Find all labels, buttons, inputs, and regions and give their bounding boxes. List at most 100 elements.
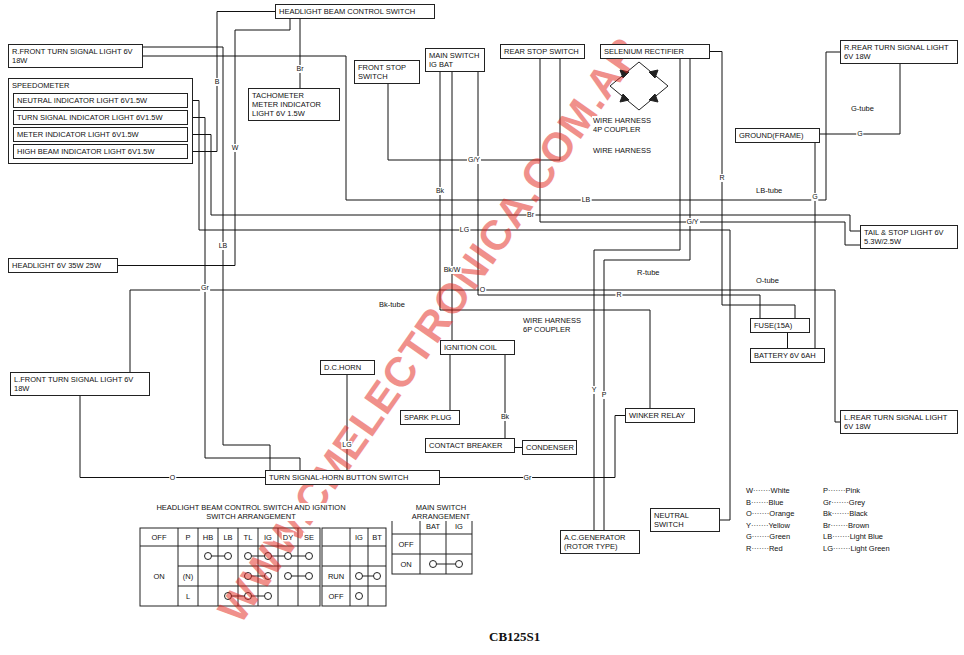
harness-label: WIRE HARNESS 6P COUPLER [522,316,586,334]
wire-color-code: G [856,130,863,138]
table-cell: TL [243,533,254,542]
wire-color-code: Y [591,386,598,394]
wire-color-code: G [811,192,818,200]
horn-box: D.C.HORN [320,360,375,375]
component-note: IG BAT [429,60,481,69]
table-cell: P [184,533,191,542]
lamp-box: R.FRONT TURN SIGNAL LIGHT 6V 18W [8,44,143,68]
table-rule [322,546,386,547]
ground-box: GROUND(FRAME) [735,128,820,143]
component-label: SELENIUM RECTIFIER [604,47,706,56]
wire-color-code: Bk [435,187,445,195]
component-label: TURN SIGNAL INDICATOR LIGHT 6V1.5W [17,113,184,122]
table-cell: BAT [425,522,441,531]
wire-color-code: B [214,77,221,85]
wire [515,447,522,448]
color-code: G·······Green [745,532,791,541]
relay-box: WINKER RELAY [625,408,695,423]
component-label: TACHOMETER [252,91,336,100]
table-cell: HB [202,533,214,542]
table-frame [392,518,472,574]
condenser-box: CONDENSER [522,440,577,455]
color-code: P·······Pink [822,486,861,495]
contact-circle [430,561,437,568]
component-label: BATTERY 6V 6AH [754,351,821,360]
lamp-box: TAIL & STOP LIGHT 6V 5.3W/2.5W [860,225,958,249]
component-label: FRONT STOP SWITCH [358,63,416,81]
wire-color-code: O [479,286,486,294]
component-label: L.REAR TURN SIGNAL LIGHT 6V 18W [844,413,954,431]
color-code: W·······White [745,486,791,495]
wire [300,19,301,88]
table-cell: ON [152,572,165,581]
component-note: METER INDICATOR LIGHT 6V 1.5W [252,100,336,118]
wire-color-code: Gr [523,473,533,481]
wire-color-code: LG [459,226,470,234]
component-label: A.C.GENERATOR (ROTOR TYPE) [564,533,636,551]
table-cell: LB [222,533,233,542]
component-label: HIGH BEAM INDICATOR LIGHT 6V1.5W [17,147,184,156]
table-cell: (N) [182,572,194,581]
wire-color-code: Bk/W [443,266,462,274]
component-label: HEADLIGHT BEAM CONTROL SWITCH [279,7,431,16]
table-cell: OFF [151,533,168,542]
component-label: GROUND(FRAME) [739,131,816,140]
contact-circle [374,573,381,580]
lamp-box: L.FRONT TURN SIGNAL LIGHT 6V 18W [10,372,150,396]
wire [188,118,300,471]
color-code: O·······Orange [745,509,795,518]
wire-color-code: Bk [500,412,510,420]
table-rule [392,534,472,535]
component-label: SPARK PLUG [404,413,456,422]
wire [143,52,840,200]
wire-color-code: P [601,391,608,399]
table-rule [392,554,472,555]
table-rule [198,528,199,606]
lamp-box: R.REAR TURN SIGNAL LIGHT 6V 18W [840,40,958,64]
switch-box: NEUTRAL SWITCH [650,508,720,532]
indicator-light-box: TURN SIGNAL INDICATOR LIGHT 6V1.5W [13,110,188,125]
indicator-light-box: NEUTRAL INDICATOR LIGHT 6V1.5W [13,93,188,108]
table-rule [446,518,447,574]
component-label: MAIN SWITCH [429,51,481,60]
contact-circle [456,561,463,568]
color-code: Br·······Brown [822,521,870,530]
contact-circle [356,573,363,580]
battery-box: BATTERY 6V 6AH [750,348,825,363]
component-label: CONDENSER [526,443,573,452]
table-rule [350,528,351,606]
wire [815,143,816,348]
lamp-box: HEADLIGHT 6V 35W 25W [8,258,118,273]
contact-circle [225,553,232,560]
plug-box: SPARK PLUG [400,410,460,425]
switch-box: REAR STOP SWITCH [500,44,585,59]
component-label: REAR STOP SWITCH [504,47,581,56]
switch-box: TURN SIGNAL-HORN BUTTON SWITCH [265,470,440,485]
component-label: SPEEDOMETER [12,81,189,90]
lamp-box: L.REAR TURN SIGNAL LIGHT 6V 18W [840,410,958,434]
contact-circle [306,553,313,560]
generator-box: A.C.GENERATOR (ROTOR TYPE) [560,530,640,554]
fuse-box: FUSE(15A) [750,318,810,333]
wire [450,355,451,410]
color-code: Y·······Yellow [745,521,791,530]
harness-label: WIRE HARNESS 4P COUPLER [592,116,656,134]
table-rule [322,566,386,567]
wire-color-code: Br [296,65,305,73]
wire-color-code: LG [341,441,352,449]
switch-box: HEADLIGHT BEAM CONTROL SWITCH [275,4,435,19]
contact-circle [306,573,313,580]
table-cell: RUN [327,572,345,581]
wire-color-code: O [169,473,176,481]
component-label: FUSE(15A) [754,321,806,330]
switch-box: MAIN SWITCHIG BAT [425,48,485,72]
tube-label: O-tube [755,276,780,285]
color-code: LG·······Light Green [822,544,891,553]
table-cell: L [185,592,191,601]
coil-box: IGNITION COIL [440,340,515,355]
rectifier-box: SELENIUM RECTIFIER [600,44,710,59]
table-cell: SE [303,533,315,542]
breaker-box: CONTACT BREAKER [425,438,515,453]
color-code: Bk·······Black [822,509,869,518]
component-label: L.FRONT TURN SIGNAL LIGHT 6V 18W [14,375,146,393]
